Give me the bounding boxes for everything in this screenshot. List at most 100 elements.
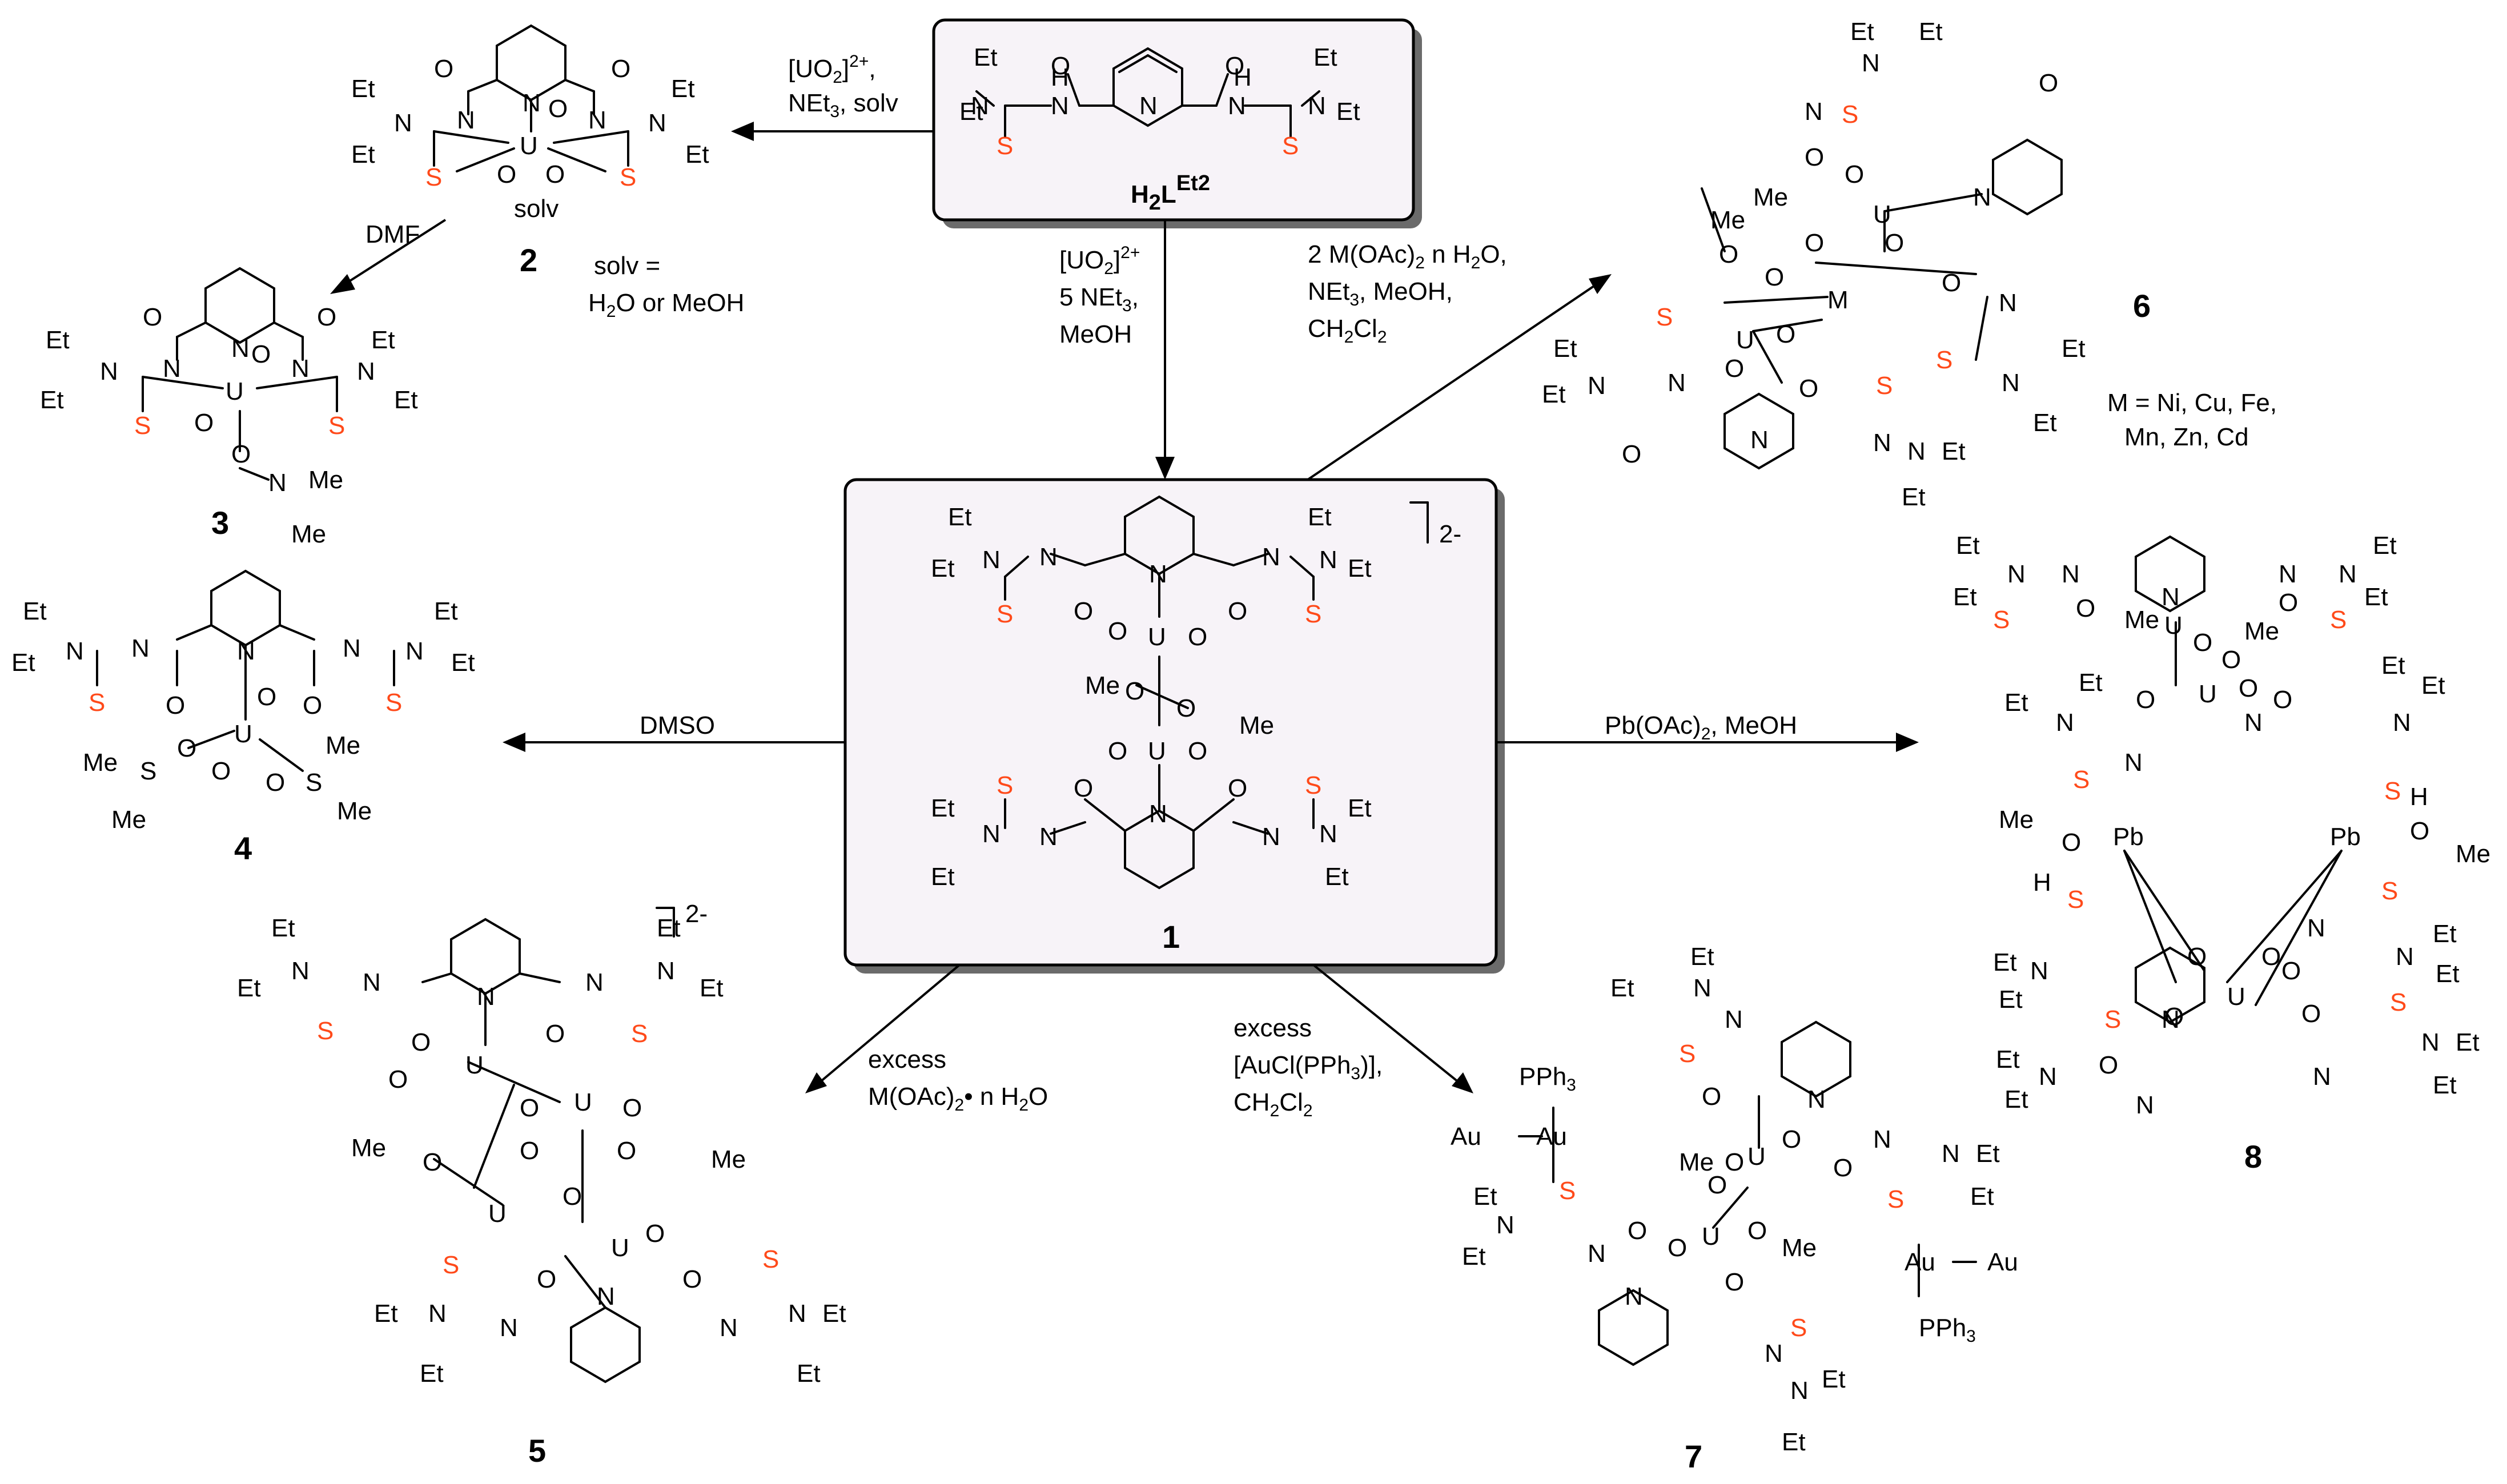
c3-nam-2: N bbox=[357, 357, 375, 385]
c7-s-2: S bbox=[1887, 1185, 1904, 1213]
ligand-et2: Et bbox=[959, 98, 983, 126]
c5-n-2: N bbox=[585, 968, 604, 996]
c6-s-3: S bbox=[1656, 303, 1673, 331]
compound-6-number: 6 bbox=[2133, 288, 2151, 324]
ligand-o-left: O bbox=[1051, 52, 1070, 80]
c7-uo-1: O bbox=[1782, 1125, 1801, 1153]
c8-o-5: O bbox=[2221, 646, 2241, 674]
svg-text:[UO2]2+: [UO2]2+ bbox=[1059, 243, 1140, 278]
c8-n-1: N bbox=[2062, 560, 2080, 588]
c7-et-6: Et bbox=[1462, 1242, 1486, 1270]
c1-o-3: O bbox=[1074, 774, 1093, 802]
c5-et-1: Et bbox=[271, 914, 295, 942]
compound-1-box: U U N N O O Me Me O O O O O O O O N N N … bbox=[843, 478, 1505, 974]
c7-uo-3: O bbox=[1668, 1234, 1687, 1262]
c6-nam-1: N bbox=[1862, 49, 1880, 77]
c8-et-13: Et bbox=[1996, 1045, 2020, 1073]
compound-3-number: 3 bbox=[211, 505, 229, 541]
c2-uo-3: O bbox=[545, 160, 565, 188]
c5-et-2: Et bbox=[237, 974, 261, 1002]
c6-nam-3: N bbox=[1588, 372, 1606, 400]
compound-7: U U N N O O O O O O O O O Me Me N N N N … bbox=[1451, 943, 2018, 1474]
c8-et-7: Et bbox=[2381, 651, 2405, 679]
c7-n-py-1: N bbox=[1807, 1085, 1826, 1113]
c1-et-5: Et bbox=[931, 794, 955, 822]
compound-1-number: 1 bbox=[1162, 919, 1180, 955]
compound-5-number: 5 bbox=[528, 1433, 546, 1469]
c2-uo-2: O bbox=[497, 160, 516, 188]
c2-s-1: S bbox=[425, 163, 442, 191]
compound-5: U U U U N N O O O O O O O O O O O O Me M… bbox=[237, 900, 846, 1469]
c6-s-1: S bbox=[1842, 100, 1858, 128]
ligand-h-left: H bbox=[1051, 63, 1069, 91]
c5-et-8: Et bbox=[797, 1360, 821, 1388]
c6-me-2: Me bbox=[1710, 206, 1745, 234]
c1-uo-3: O bbox=[1108, 737, 1127, 765]
c1-nam-3: N bbox=[982, 820, 1001, 848]
c5-et-7: Et bbox=[822, 1300, 846, 1328]
c8-o-4: O bbox=[2273, 686, 2292, 714]
c8-nam-6: N bbox=[2396, 943, 2414, 971]
c8-o-8: O bbox=[2187, 943, 2207, 971]
c7-nam-3: N bbox=[1496, 1211, 1514, 1239]
compound-6: U U M N N N N N N O O O O O O O O O O O … bbox=[1542, 18, 2151, 511]
c7-n-2: N bbox=[1873, 1125, 1891, 1153]
c5-et-6: Et bbox=[420, 1360, 444, 1388]
c8-s-2: S bbox=[2384, 777, 2401, 805]
c4-u: U bbox=[234, 720, 252, 748]
c8-o-7: O bbox=[2076, 594, 2095, 622]
c5-nam-3: N bbox=[428, 1300, 447, 1328]
compound-2-number: 2 bbox=[520, 242, 537, 278]
c1-o-2: O bbox=[1228, 597, 1247, 625]
c5-et-3: Et bbox=[657, 914, 681, 942]
c6-nam-2: N bbox=[2002, 369, 2020, 397]
c6-n-py-1: N bbox=[1973, 183, 1991, 211]
conditions-to-6: 2 M(OAc)2 n H2O, NEt3, MeOH, CH2Cl2 bbox=[1308, 240, 1507, 347]
c7-o-6: O bbox=[1747, 1217, 1767, 1245]
compound-4-number: 4 bbox=[234, 830, 252, 866]
c5-n-4: N bbox=[720, 1314, 738, 1342]
c8-nam-4: N bbox=[2393, 709, 2411, 737]
ligand-s-left: S bbox=[997, 132, 1013, 160]
c4-et-3: Et bbox=[434, 597, 458, 625]
c3-o-1: O bbox=[143, 303, 162, 331]
c5-o-3: O bbox=[520, 1137, 539, 1165]
c2-et-1: Et bbox=[351, 75, 375, 103]
c5-o-4: O bbox=[563, 1183, 582, 1210]
c5-uo-2: O bbox=[520, 1094, 539, 1122]
c4-me-3: Me bbox=[326, 731, 360, 759]
c1-me-2: Me bbox=[1239, 711, 1274, 739]
c1-s-4: S bbox=[1305, 771, 1321, 799]
c8-nam-2: N bbox=[2339, 560, 2357, 588]
c6-et-8: Et bbox=[1902, 483, 1926, 511]
svg-text:solv =: solv = bbox=[594, 252, 660, 280]
c2-o-1: O bbox=[434, 55, 453, 83]
c8-pb-2: Pb bbox=[2330, 823, 2361, 851]
c8-o-10: O bbox=[2164, 1003, 2184, 1031]
c3-uo-1: O bbox=[251, 340, 271, 368]
c2-u: U bbox=[520, 132, 538, 160]
c8-et-11: Et bbox=[2433, 920, 2457, 948]
c7-u-2: U bbox=[1702, 1222, 1720, 1250]
c5-uo-4: O bbox=[645, 1220, 665, 1248]
c6-u-1: U bbox=[1873, 200, 1891, 228]
c3-et-1: Et bbox=[46, 326, 70, 354]
svg-text:CH2Cl2: CH2Cl2 bbox=[1234, 1088, 1313, 1120]
solv-note: solv = H2O or MeOH bbox=[588, 252, 744, 321]
svg-text:NEt3, solv: NEt3, solv bbox=[788, 89, 898, 121]
c6-n-py-2: N bbox=[1750, 426, 1769, 454]
c1-et-3: Et bbox=[1308, 503, 1332, 531]
c8-et-8: Et bbox=[2421, 671, 2445, 699]
c8-et-15: Et bbox=[2456, 1028, 2480, 1056]
ligand-et4: Et bbox=[1336, 98, 1360, 126]
c7-u-1: U bbox=[1747, 1143, 1766, 1171]
ligand-s-right: S bbox=[1282, 132, 1299, 160]
c2-n-2: N bbox=[588, 106, 606, 134]
c2-nam-1: N bbox=[394, 109, 412, 137]
c3-s-2: S bbox=[328, 412, 345, 440]
c7-et-4: Et bbox=[1970, 1183, 1994, 1210]
svg-text:[AuCl(PPh3)],: [AuCl(PPh3)], bbox=[1234, 1051, 1383, 1083]
c5-n-3: N bbox=[500, 1314, 518, 1342]
compound-8-number: 8 bbox=[2244, 1139, 2262, 1175]
svg-text:excess: excess bbox=[1234, 1014, 1312, 1042]
